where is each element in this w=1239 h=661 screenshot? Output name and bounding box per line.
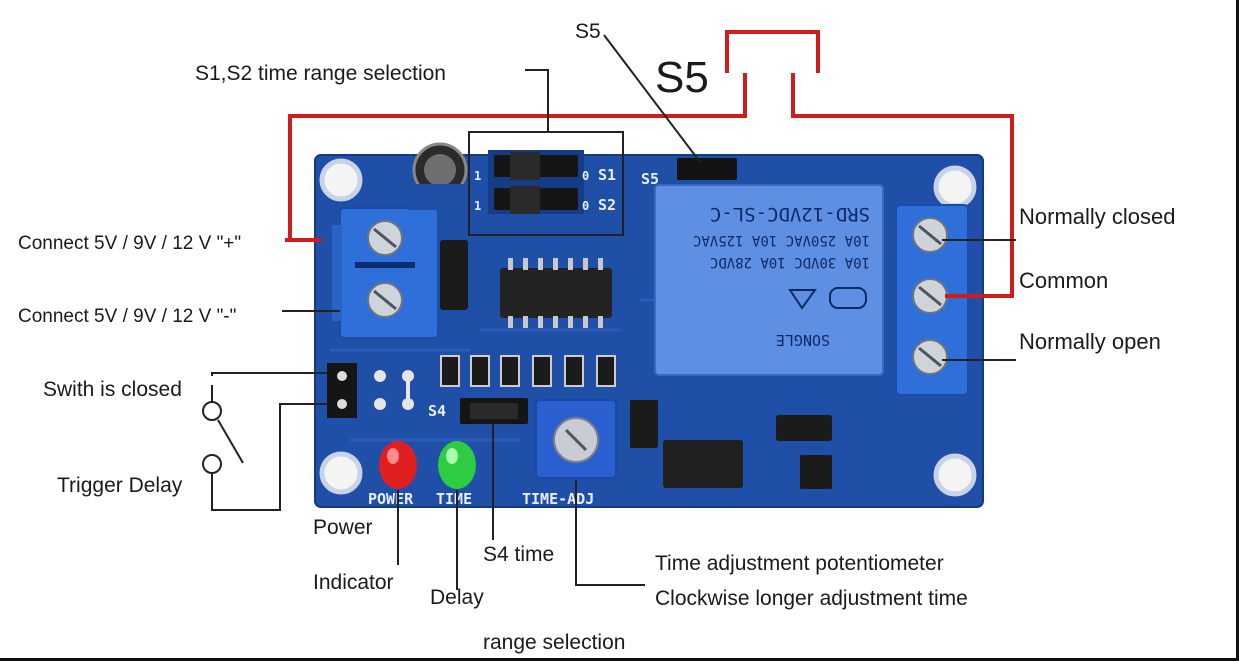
label-s1-s2-range: S1,S2 time range selection <box>195 62 446 85</box>
label-common: Common <box>1019 268 1108 293</box>
relay-rating-1: 10A 250VAC 10A 125VAC <box>693 232 870 248</box>
diode <box>630 400 658 448</box>
jumper-s2-label: S2 <box>598 196 616 214</box>
jumper-s4: S4 <box>428 398 528 424</box>
label-range-selection: range selection <box>483 631 625 654</box>
output-terminal-block <box>895 204 969 396</box>
label-indicator: Indicator <box>313 571 394 594</box>
label-time-adj-pot: Time adjustment potentiometer <box>655 552 944 575</box>
smd-regulator <box>800 455 832 489</box>
label-s5-big: S5 <box>655 53 709 102</box>
warning-triangle-icon <box>788 289 817 310</box>
jumper-s1-s2: S1 S2 1 1 0 0 <box>474 150 616 214</box>
led-power <box>379 441 417 489</box>
cqc-mark-icon <box>829 287 867 309</box>
relay-brand: SONGLE <box>776 331 830 349</box>
label-connect-minus: Connect 5V / 9V / 12 V "-" <box>18 306 236 327</box>
smd-transistor <box>776 415 832 441</box>
silk-time: TIME <box>436 490 472 508</box>
label-clockwise: Clockwise longer adjustment time <box>655 587 968 610</box>
silk-time-adj: TIME-ADJ <box>522 490 594 508</box>
jumper-s4-label: S4 <box>428 402 446 420</box>
label-switch-closed: Swith is closed <box>43 378 182 401</box>
svg-text:1: 1 <box>474 169 481 183</box>
ic-chip <box>500 258 612 328</box>
label-normally-open: Normally open <box>1019 329 1161 354</box>
capacitor <box>408 142 472 210</box>
optocoupler <box>663 440 743 488</box>
label-normally-closed: Normally closed <box>1019 204 1176 229</box>
relay-rating-2: 10A 30VDC 10A 28VDC <box>710 254 870 270</box>
svg-text:0: 0 <box>582 199 589 213</box>
relay: SRD-12VDC-SL-C 10A 250VAC 10A 125VAC 10A… <box>654 184 884 376</box>
switch-contact-top <box>202 401 222 421</box>
label-power: Power <box>313 516 373 539</box>
trigger-header <box>327 363 414 418</box>
svg-text:0: 0 <box>582 169 589 183</box>
led-time <box>438 441 476 489</box>
label-s5-small: S5 <box>575 20 601 43</box>
s5-red-wire <box>285 30 1014 298</box>
label-connect-plus: Connect 5V / 9V / 12 V "+" <box>18 233 241 254</box>
power-terminal-block <box>332 207 439 339</box>
label-s4-time: S4 time <box>483 543 554 566</box>
jumper-s1-label: S1 <box>598 166 616 184</box>
callout-lines <box>211 34 1016 590</box>
potentiometer <box>535 399 617 479</box>
s5-board-label: S5 <box>641 170 659 188</box>
s5-header: S5 <box>641 158 737 188</box>
relay-model: SRD-12VDC-SL-C <box>710 203 870 225</box>
svg-text:1: 1 <box>474 199 481 213</box>
smd-resistor-row <box>440 355 616 387</box>
switch-contact-bottom <box>202 454 222 474</box>
label-delay: Delay <box>430 586 484 609</box>
transistor-block <box>440 240 468 310</box>
label-trigger-delay: Trigger Delay <box>57 474 183 497</box>
silk-power: POWER <box>368 490 414 508</box>
s1-s2-highlight-box <box>468 131 624 236</box>
